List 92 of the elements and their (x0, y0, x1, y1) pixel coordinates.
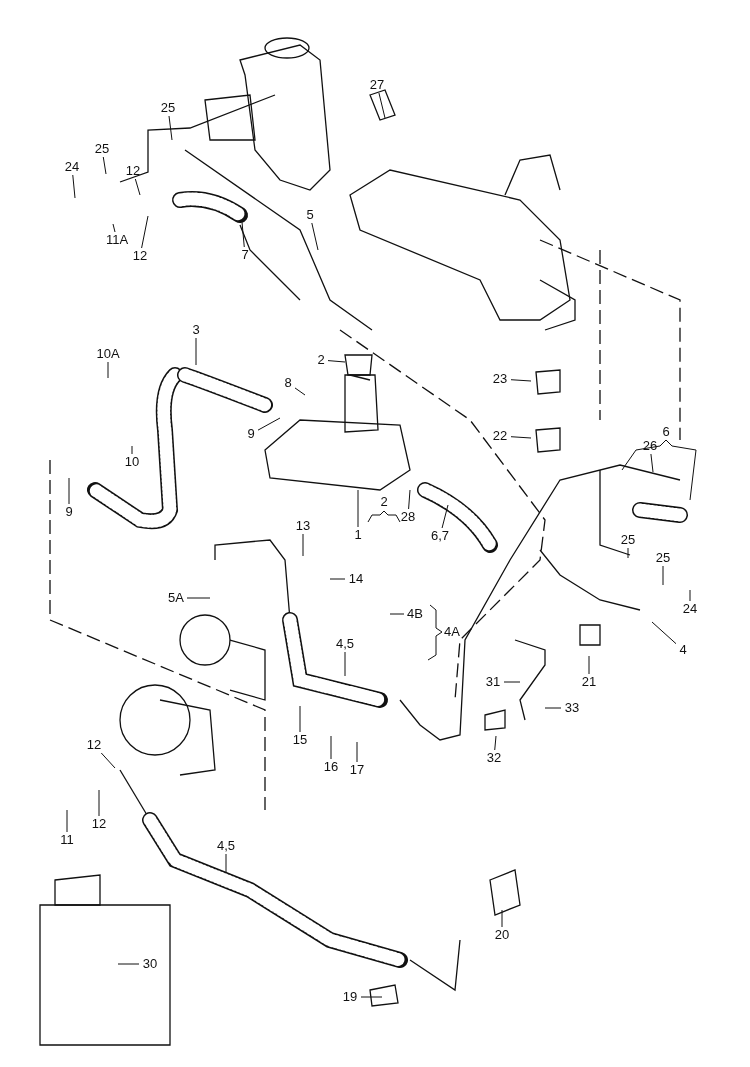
leader-line (494, 735, 497, 751)
leader-line (225, 853, 227, 873)
callout-number: 21 (580, 675, 598, 689)
callout-number: 16 (322, 760, 340, 774)
callout-number: 12 (131, 249, 149, 263)
callout-number: 25 (619, 533, 637, 547)
leader-line (72, 174, 76, 199)
leader-line (112, 223, 116, 233)
callout-number: 6 (661, 425, 671, 439)
callout-number: 17 (348, 763, 366, 777)
callout-number: 10 (123, 455, 141, 469)
leader-line (131, 445, 133, 455)
leader-line (241, 221, 245, 248)
callout-number: 24 (63, 160, 81, 174)
callout-number: 14 (347, 572, 365, 586)
leader-line (257, 417, 281, 431)
leader-line (501, 909, 503, 928)
leader-line (357, 489, 359, 528)
leader-line (356, 741, 358, 763)
callout-number: 2 (379, 495, 389, 509)
leader-line (107, 361, 109, 379)
callout-number: 32 (485, 751, 503, 765)
callout-number: 5 (305, 208, 315, 222)
callout-number: 12 (124, 164, 142, 178)
leader-line (689, 589, 691, 602)
callout-number: 19 (341, 990, 359, 1004)
leader-line (102, 156, 107, 175)
callout-number: 31 (484, 675, 502, 689)
callout-number: 28 (399, 510, 417, 524)
leader-line (544, 707, 562, 709)
leader-line (117, 963, 140, 965)
callout-number: 2 (316, 353, 326, 367)
leader-line (408, 489, 411, 510)
leader-line (141, 215, 149, 249)
leader-line (66, 809, 68, 833)
callout-number: 25 (93, 142, 111, 156)
callout-number: 20 (493, 928, 511, 942)
callout-number: 6,7 (429, 529, 451, 543)
leader-line (651, 621, 677, 645)
callout-number: 15 (291, 733, 309, 747)
leader-line (100, 752, 116, 769)
callout-number: 3 (191, 323, 201, 337)
callout-number: 25 (159, 101, 177, 115)
leader-line (360, 996, 383, 998)
callout-number: 4A (443, 625, 461, 639)
leader-line (650, 453, 654, 473)
callout-number: 5A (167, 591, 185, 605)
callout-number: 27 (368, 78, 386, 92)
leader-line (510, 436, 532, 439)
callout-number: 12 (85, 738, 103, 752)
callout-number: 4B (406, 607, 424, 621)
leader-line (302, 533, 304, 557)
callout-number: 10A (95, 347, 121, 361)
callout-number: 25 (654, 551, 672, 565)
leader-line (195, 337, 197, 366)
leader-line (329, 578, 346, 580)
leader-line (168, 115, 173, 141)
callout-number: 24 (681, 602, 699, 616)
callout-number: 4,5 (215, 839, 237, 853)
leader-line (186, 597, 211, 599)
callout-number: 4,5 (334, 637, 356, 651)
leader-line (378, 92, 386, 119)
callout-number: 13 (294, 519, 312, 533)
callout-number: 1 (353, 528, 363, 542)
leader-line (311, 222, 319, 251)
leader-line (299, 705, 301, 733)
leader-line (327, 360, 346, 363)
leader-line (503, 681, 521, 683)
leader-line (294, 387, 306, 396)
callout-number: 11A (104, 233, 130, 247)
leader-line (662, 565, 664, 586)
callout-number: 12 (90, 817, 108, 831)
callout-number: 30 (141, 957, 159, 971)
leader-line (68, 477, 70, 505)
leader-line (330, 735, 332, 760)
callout-number: 33 (563, 701, 581, 715)
leader-line (627, 547, 629, 559)
callout-number: 9 (246, 427, 256, 441)
callout-number: 23 (491, 372, 509, 386)
leader-line (134, 178, 141, 196)
leader-line (98, 789, 100, 817)
callout-number: 22 (491, 429, 509, 443)
leader-line (344, 651, 346, 677)
callout-number: 9 (64, 505, 74, 519)
leader-line (441, 504, 449, 529)
leader-line (389, 613, 405, 615)
leader-line (588, 655, 590, 675)
leader-line (510, 379, 532, 382)
callout-number: 4 (678, 643, 688, 657)
callout-number: 11 (59, 833, 75, 847)
callout-number: 8 (283, 376, 293, 390)
callout-number: 7 (240, 248, 250, 262)
